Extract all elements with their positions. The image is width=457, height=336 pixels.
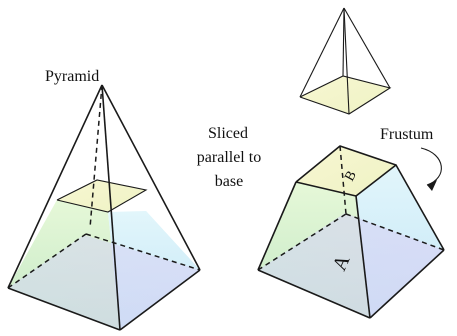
pyramid-figure [7,84,201,331]
curved-arrow-icon [420,147,442,186]
frustum-figure [257,145,445,319]
arrowhead-icon [427,180,437,191]
pyramid-label: Pyramid [45,68,99,85]
sliced-label-line1: Sliced [208,125,248,142]
sliced-label-line2: parallel to [197,149,261,166]
small-pyramid-piece [299,7,392,115]
frustum-label: Frustum [380,126,434,143]
sliced-label-line3: base [215,173,243,190]
pyramid-section [57,180,146,212]
